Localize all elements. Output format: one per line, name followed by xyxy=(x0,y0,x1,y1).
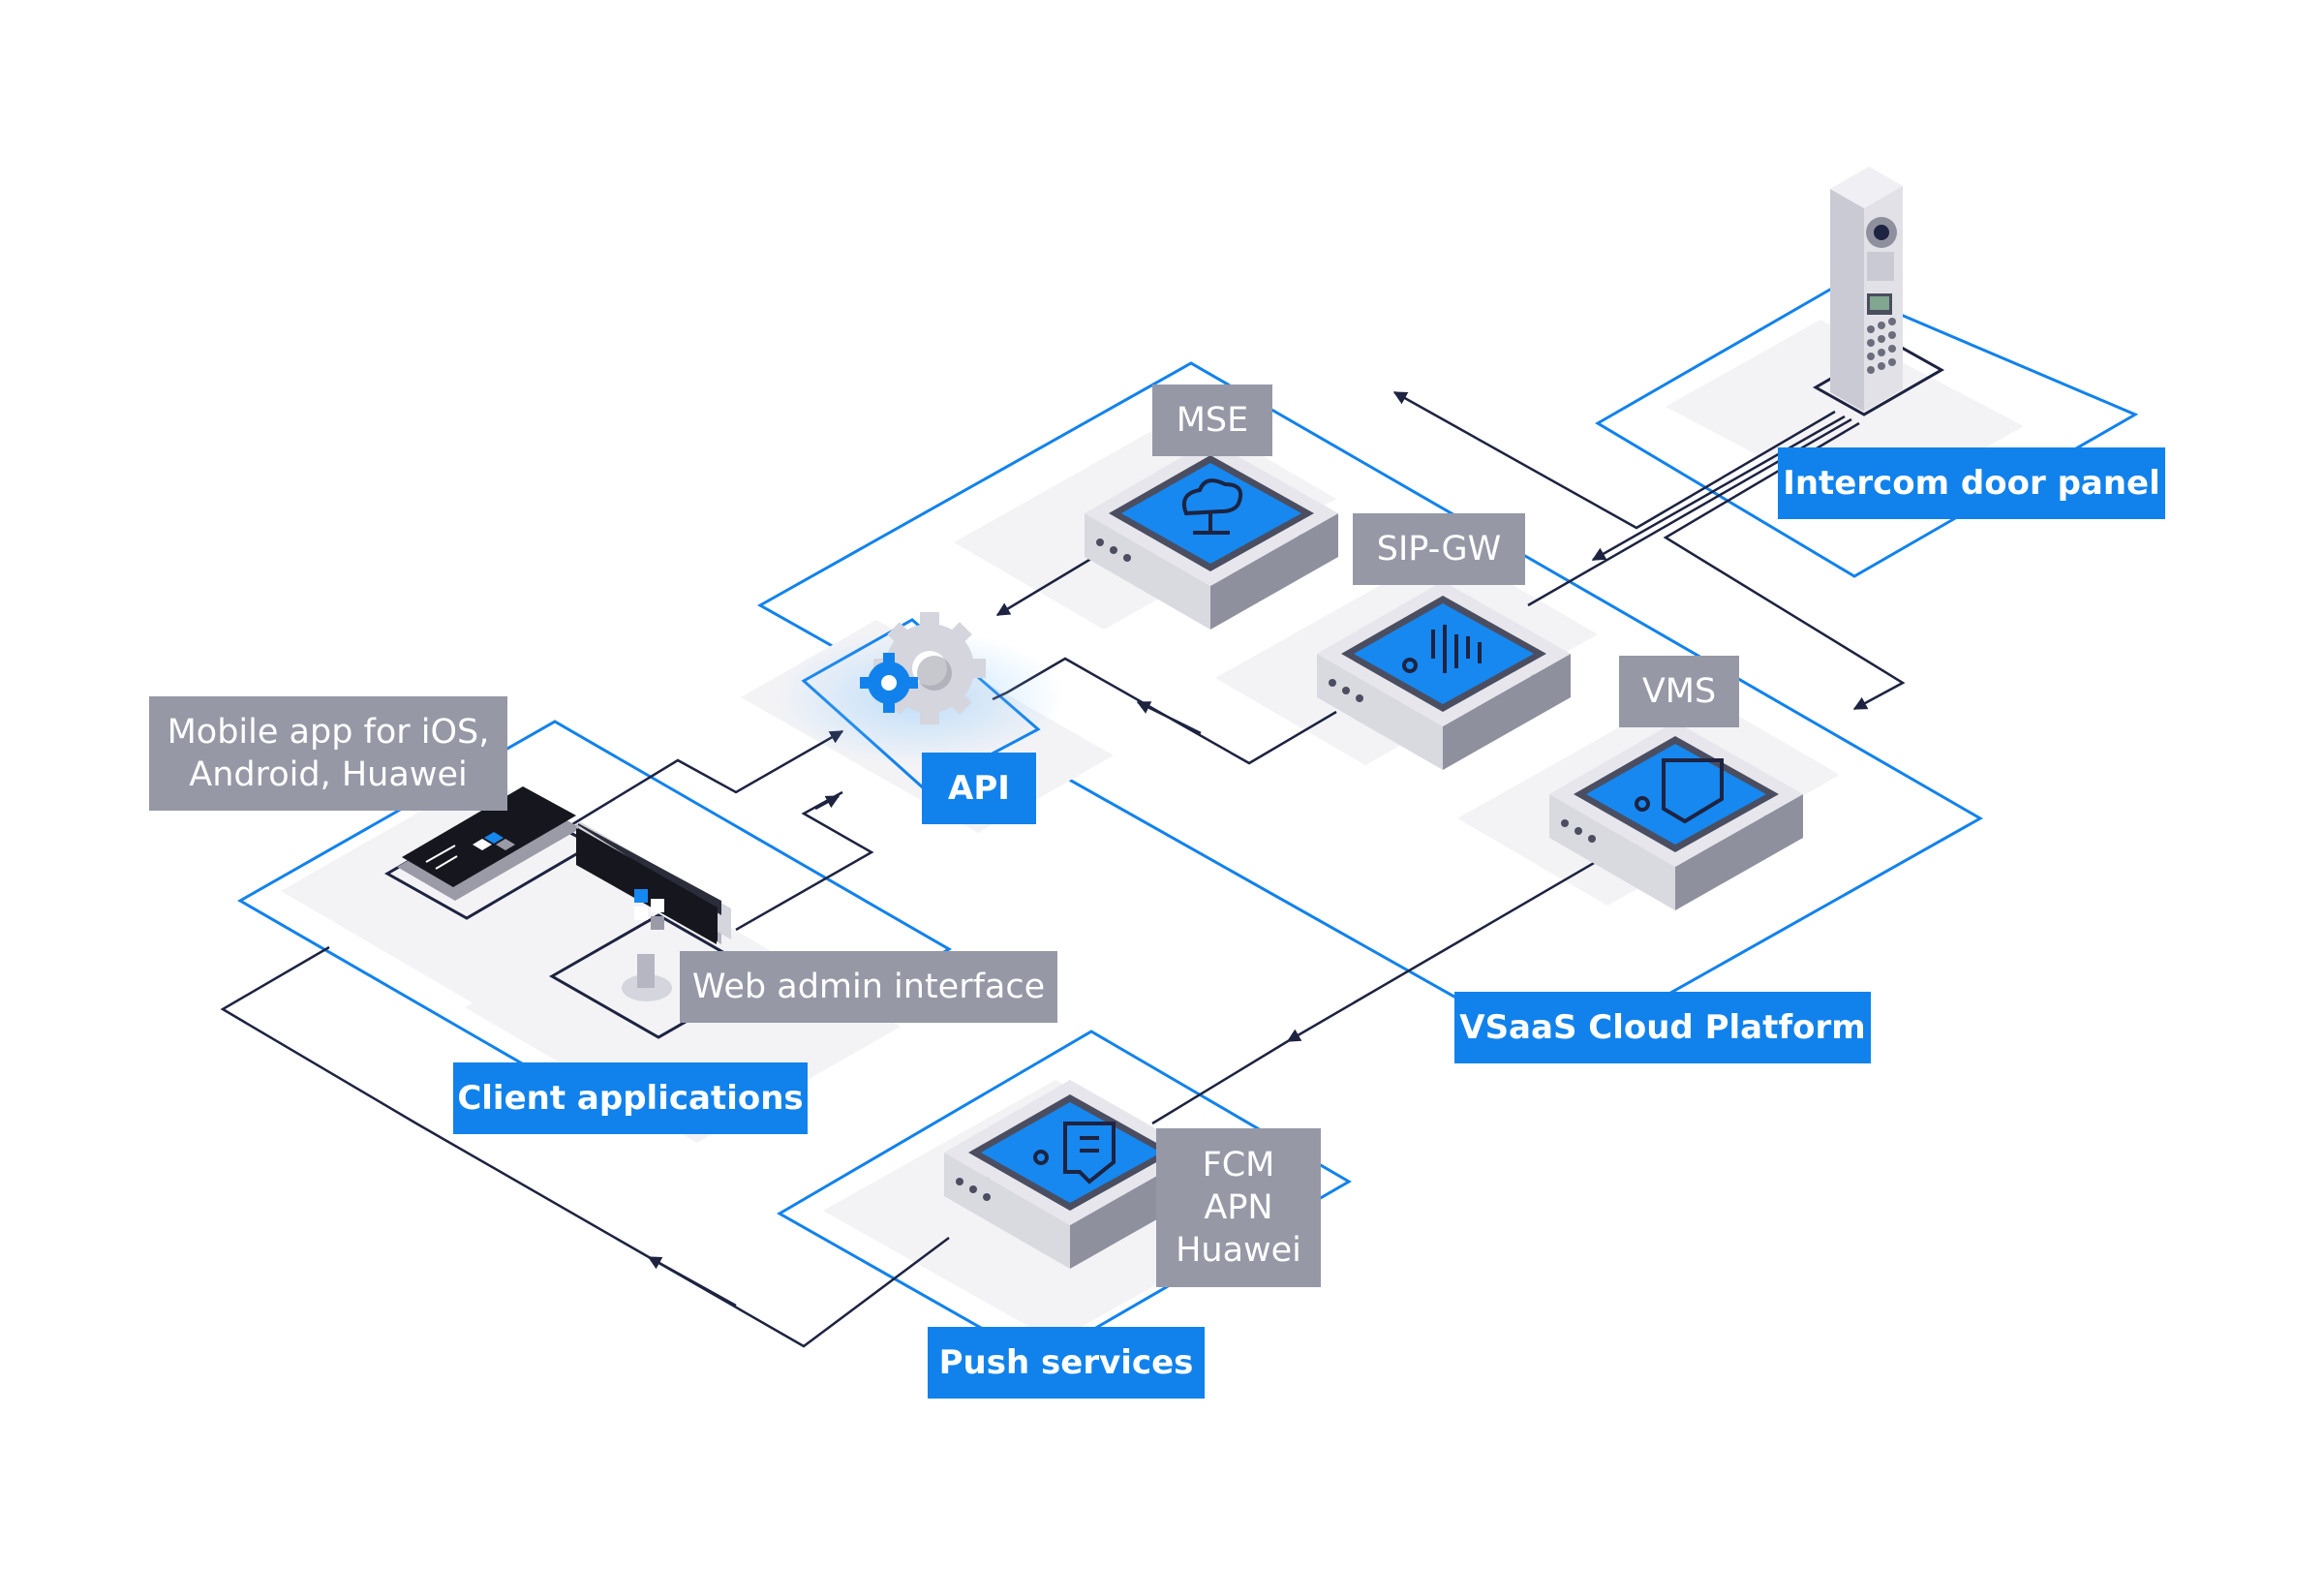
link-vms-push xyxy=(1286,850,1613,1043)
node-label-push-providers: FCM APN Huawei xyxy=(1156,1128,1321,1287)
zone-label-intercom: Intercom door panel xyxy=(1778,447,2165,519)
server-push xyxy=(944,1080,1198,1269)
sound-wave-settings-icon xyxy=(1402,625,1482,673)
link-push-clients xyxy=(220,945,950,1348)
zone-label-cloud-platform: VSaaS Cloud Platform xyxy=(1454,992,1871,1063)
link-intercom-mse xyxy=(1392,390,1836,530)
app-logo-icon xyxy=(634,889,664,930)
node-label-web-admin: Web admin interface xyxy=(680,951,1057,1023)
link-mobile-api xyxy=(541,729,844,845)
node-label-vms: VMS xyxy=(1619,656,1739,727)
zone-label-push-services: Push services xyxy=(928,1327,1205,1399)
link-intercom-sipgw xyxy=(1591,415,1846,562)
link-mse-api xyxy=(995,555,1095,617)
zone-label-client-applications: Client applications xyxy=(453,1062,808,1134)
node-label-mobile-app: Mobile app for iOS, Android, Huawei xyxy=(149,696,507,811)
intercom-panel-device xyxy=(1812,167,1945,416)
chat-settings-icon xyxy=(1033,1122,1116,1184)
server-sip-gw xyxy=(1317,581,1571,770)
gears-icon xyxy=(860,612,986,724)
node-label-sip-gw: SIP-GW xyxy=(1353,513,1525,585)
app-logo-icon xyxy=(473,832,515,850)
server-mse xyxy=(1085,441,1338,630)
video-settings-icon xyxy=(1635,758,1724,824)
node-label-mse: MSE xyxy=(1152,385,1272,456)
link-web-api xyxy=(735,790,874,932)
api-gears xyxy=(775,612,1065,765)
connections xyxy=(220,390,1906,1348)
cloud-network-icon xyxy=(1181,478,1243,535)
node-label-api: API xyxy=(922,753,1036,824)
server-vms xyxy=(1549,722,1803,910)
link-intercom-vms xyxy=(1663,421,1906,711)
